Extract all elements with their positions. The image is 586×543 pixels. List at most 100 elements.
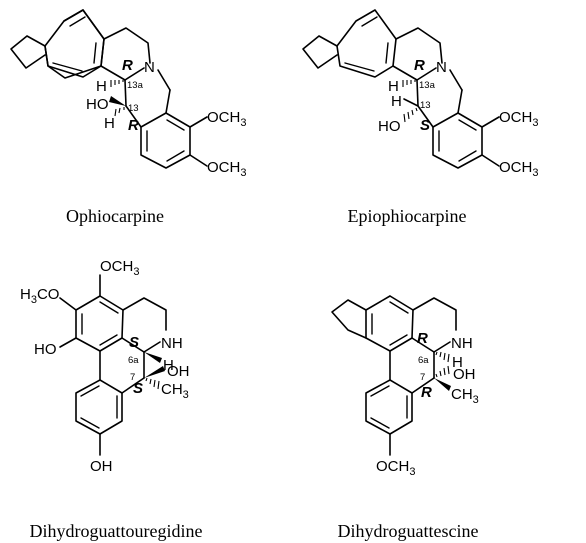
ring-a-double-2 (385, 42, 389, 64)
ring-a-double-1 (389, 301, 409, 314)
ring-a (336, 9, 397, 78)
ring-c-13-d (125, 105, 142, 128)
ring-b-top (103, 27, 151, 64)
ring-d-double-2 (166, 150, 185, 162)
n-label: N (436, 59, 447, 76)
oh-bottom-label: OH (90, 458, 113, 475)
ring-b-n-bond (124, 67, 145, 81)
h13a-label: H (96, 78, 107, 95)
ring-d (365, 379, 413, 435)
ome1-bond (189, 116, 208, 128)
ring-b-nh (143, 341, 161, 353)
ring-a (365, 295, 414, 352)
structure-ophiocarpine: N H HO H OCH3 OCH3 13a 13 R R Ophiocarpi… (10, 9, 246, 226)
wedge-oh-7 (144, 366, 165, 378)
ring-b-c13a-bond (392, 65, 418, 81)
ring-c-ch2-d (457, 89, 463, 114)
ring-c-13a-13 (416, 79, 419, 107)
ho-label: HO (86, 96, 109, 113)
structure-dihydroguattouregidine: OCH3 H3CO HO NH H OH CH3 OH 6a 7 S S Dih… (20, 258, 202, 541)
ring-b-nh (433, 341, 451, 353)
oh-label: OH (453, 366, 476, 383)
ome2-label: OCH3 (499, 159, 538, 179)
compound-name: Ophiocarpine (66, 206, 164, 226)
h13-label: H (104, 115, 115, 132)
ring-a (44, 9, 105, 78)
ring-b-top (122, 297, 167, 331)
ome1-bond (481, 116, 500, 128)
stereo-13: R (128, 117, 139, 134)
ring-b-n-bond (416, 67, 437, 81)
ring-c-13-d (417, 105, 434, 128)
ring-c-n-ch2 (157, 69, 171, 91)
ring-c-n-ch2 (449, 69, 463, 91)
ch3-label: CH3 (161, 381, 189, 401)
compound-name: Dihydroguattescine (338, 521, 479, 541)
ho-bond (59, 337, 77, 348)
hashed-h-13a (402, 80, 416, 87)
ring-b-c13a-bond (100, 65, 126, 81)
ring-d-double-2 (370, 417, 390, 429)
ring-a-double-3 (344, 62, 375, 72)
ome2-bond (189, 154, 208, 167)
ring-b-bottom (121, 337, 145, 353)
ring-a-double-2 (389, 334, 408, 346)
ome2-label: OCH3 (207, 159, 246, 179)
locant-13a: 13a (127, 80, 144, 91)
hashed-ho-13 (403, 107, 418, 123)
ring-a-double-2 (99, 334, 118, 346)
ring-a-double-1 (361, 16, 378, 27)
methylenedioxy-ring (331, 299, 367, 339)
ome-label: OCH3 (376, 458, 415, 478)
stereo-6a: R (417, 330, 428, 347)
ring-a-double-1 (99, 301, 119, 314)
ring-d-double-1 (166, 119, 185, 131)
locant-6a: 6a (128, 355, 139, 366)
ring-a (75, 295, 124, 352)
ring-b-top (395, 27, 443, 64)
meo-bond (59, 297, 77, 311)
stereo-7: R (421, 384, 432, 401)
ch3-label: CH3 (451, 386, 479, 406)
hashed-ch3-7 (145, 377, 160, 390)
h13a-label: H (388, 78, 399, 95)
ring-a-double-1 (69, 16, 86, 27)
structure-dihydroguattescine: NH H OH CH3 OCH3 6a 7 R R Dihydroguattes… (331, 295, 479, 541)
ring-c-7-d (411, 377, 435, 394)
ring-c-7-d (121, 377, 145, 394)
stereo-7: S (133, 380, 143, 397)
wedge-ch3-7 (434, 378, 451, 391)
locant-7: 7 (130, 372, 135, 383)
h-label: H (163, 357, 174, 374)
ring-a-double-3 (52, 62, 83, 72)
locant-7: 7 (420, 372, 425, 383)
wedge-ho-13 (109, 96, 126, 106)
methylenedioxy-ring (10, 35, 46, 69)
ring-d-double-3 (80, 385, 100, 397)
ring-d-double-2 (80, 417, 100, 429)
methylenedioxy-ring (302, 35, 338, 69)
locant-13: 13 (128, 103, 139, 114)
ring-d (140, 112, 191, 169)
hashed-oh-7 (435, 365, 450, 378)
ring-d-double-2 (458, 150, 477, 162)
ho-label: HO (378, 118, 401, 135)
ring-c-ch2-d (165, 89, 171, 114)
structure-epiophiocarpine: N H H HO OCH3 OCH3 13a 13 R S Epiophioca… (302, 9, 538, 226)
nh-label: NH (161, 335, 183, 352)
ring-b-top (412, 297, 457, 331)
oh-label: OH (167, 363, 190, 380)
n-label: N (144, 59, 155, 76)
hashed-h-13 (114, 107, 125, 117)
ome1-label: OCH3 (499, 109, 538, 129)
ome2-bond (481, 154, 500, 167)
stereo-6a: S (129, 334, 139, 351)
stereo-13: S (420, 117, 430, 134)
ring-a-double-2 (93, 42, 97, 64)
ome1-label: OCH3 (207, 109, 246, 129)
locant-13: 13 (420, 100, 431, 111)
locant-13a: 13a (419, 80, 436, 91)
ome-top-label: OCH3 (100, 258, 139, 278)
